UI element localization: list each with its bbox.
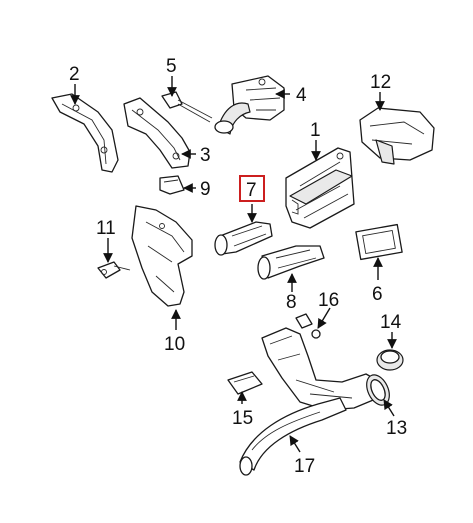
part-14-ring[interactable] xyxy=(376,349,404,371)
callout-1[interactable]: 1 xyxy=(310,120,321,141)
part-16-fitting[interactable] xyxy=(295,313,321,339)
callout-11[interactable]: 11 xyxy=(96,218,116,239)
part-17-hose[interactable] xyxy=(239,397,347,476)
callout-5[interactable]: 5 xyxy=(166,56,177,77)
callout-14[interactable]: 14 xyxy=(380,312,402,333)
callout-12[interactable]: 12 xyxy=(370,72,391,93)
callout-15[interactable]: 15 xyxy=(232,408,253,429)
callout-10[interactable]: 10 xyxy=(164,334,185,355)
part-9-clip[interactable] xyxy=(159,175,185,195)
part-3-bracket[interactable] xyxy=(123,97,191,169)
part-8-intake-hose[interactable] xyxy=(257,245,325,280)
callout-labels: 2 5 4 12 1 3 9 7 11 6 8 16 10 14 13 15 1… xyxy=(69,56,407,477)
callout-7[interactable]: 7 xyxy=(246,180,257,201)
part-13-intake-duct[interactable] xyxy=(261,327,394,411)
part-2-bracket[interactable] xyxy=(51,93,119,173)
callout-8[interactable]: 8 xyxy=(286,292,297,313)
callout-2[interactable]: 2 xyxy=(69,64,80,85)
part-1-air-filter-housing[interactable] xyxy=(285,147,355,229)
part-12-cover[interactable] xyxy=(359,107,435,165)
part-10-shroud[interactable] xyxy=(131,205,193,307)
part-7-intake-hose[interactable] xyxy=(214,221,273,256)
callout-13[interactable]: 13 xyxy=(386,418,407,439)
part-6-filter-element[interactable] xyxy=(355,223,403,261)
callout-9[interactable]: 9 xyxy=(200,179,211,200)
part-15-sensor[interactable] xyxy=(227,371,263,395)
callout-17[interactable]: 17 xyxy=(294,456,315,477)
leader-lines xyxy=(70,76,397,453)
part-11-clamp[interactable] xyxy=(97,261,131,279)
callout-16[interactable]: 16 xyxy=(318,290,339,311)
part-4-intake-housing[interactable] xyxy=(214,75,285,135)
highlight-box-7 xyxy=(239,175,265,202)
callout-6[interactable]: 6 xyxy=(372,284,383,305)
callout-4[interactable]: 4 xyxy=(296,85,307,106)
callout-3[interactable]: 3 xyxy=(200,145,211,166)
part-5-clip[interactable] xyxy=(161,91,213,123)
